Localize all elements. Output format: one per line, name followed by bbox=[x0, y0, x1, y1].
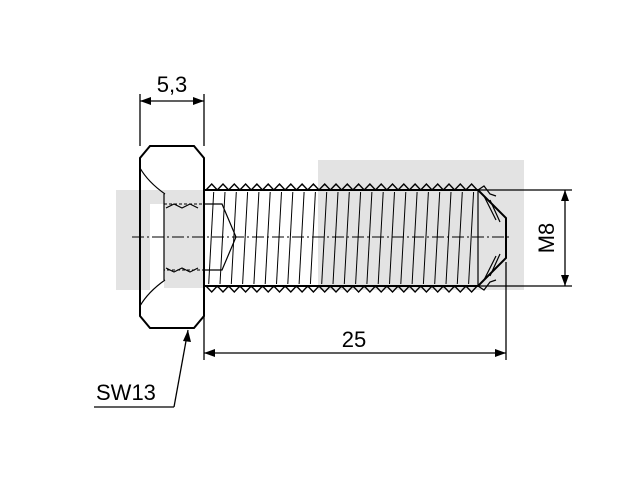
hex-head-chamfer-bottom bbox=[139, 279, 166, 307]
dimension-length-label: 25 bbox=[342, 327, 366, 352]
thread-crest-path-bottom bbox=[205, 284, 478, 294]
dimension-head-width bbox=[139, 94, 205, 146]
thread-helix-line bbox=[389, 191, 395, 285]
thread-helix-line bbox=[219, 191, 226, 285]
dimension-thread-diameter bbox=[478, 189, 572, 287]
thread-helix-line bbox=[309, 191, 316, 285]
thread-helix-line bbox=[253, 191, 260, 285]
wrench-size-label: SW13 bbox=[96, 380, 156, 405]
thread-helix-line bbox=[400, 191, 407, 285]
thread-helix-line bbox=[332, 191, 339, 285]
thread-helix-lines bbox=[208, 191, 475, 285]
thread-helix-line bbox=[445, 191, 452, 285]
thread-helix-line bbox=[422, 191, 429, 285]
thread-crests-bottom bbox=[205, 284, 478, 294]
thread-helix-line bbox=[276, 191, 282, 285]
thread-crests-top bbox=[205, 182, 478, 192]
hex-head-chamfer-top bbox=[139, 167, 166, 195]
thread-helix-line bbox=[242, 191, 249, 285]
thread-helix-line bbox=[366, 191, 373, 285]
dimension-length bbox=[203, 262, 507, 360]
thread-helix-line bbox=[468, 191, 475, 285]
thread-helix-line bbox=[456, 191, 463, 285]
wrench-size-leader bbox=[94, 329, 191, 408]
thread-crest-path-top bbox=[205, 182, 478, 192]
thread-helix-line bbox=[298, 191, 305, 285]
thread-helix-line bbox=[230, 191, 237, 285]
dimension-thread-diameter-label: M8 bbox=[534, 223, 559, 254]
watermark bbox=[116, 160, 524, 290]
dimension-head-width-label: 5,3 bbox=[157, 72, 188, 97]
thread-helix-line bbox=[287, 191, 294, 285]
thread-helix-line bbox=[343, 191, 350, 285]
thread-helix-line bbox=[377, 191, 384, 285]
thread-helix-line bbox=[321, 191, 328, 285]
thread-helix-line bbox=[411, 191, 418, 285]
thread-helix-line bbox=[264, 191, 271, 285]
thread-helix-line bbox=[355, 191, 362, 285]
thread-helix-line bbox=[208, 191, 215, 285]
thread-helix-line bbox=[434, 191, 441, 285]
